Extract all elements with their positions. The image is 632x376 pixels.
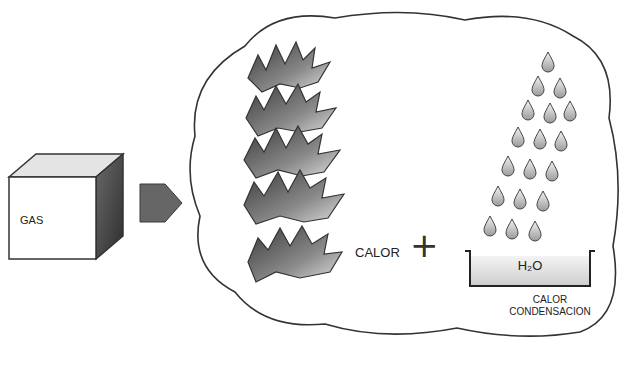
flame <box>244 126 340 178</box>
water-tray: H₂OCALOR CONDENSACION <box>465 248 595 288</box>
drop <box>506 219 518 239</box>
flames <box>244 42 344 282</box>
drop <box>542 52 554 72</box>
drop <box>529 221 541 241</box>
drop <box>484 216 496 236</box>
node-label: H₂O <box>465 259 595 274</box>
drop <box>564 101 576 121</box>
cloud-outline <box>190 12 618 336</box>
drop <box>534 129 546 149</box>
drop <box>522 100 534 120</box>
drop <box>546 161 558 181</box>
drop <box>502 156 514 176</box>
flame <box>248 42 330 92</box>
drop <box>537 191 549 211</box>
flame <box>246 84 336 136</box>
drop <box>532 76 544 96</box>
tray-outline <box>465 251 595 286</box>
result-cloud: CALORH₂OCALOR CONDENSACION <box>185 6 627 338</box>
block-arrow <box>140 184 182 222</box>
drop <box>512 127 524 147</box>
flame <box>248 226 342 282</box>
node-label: GAS <box>20 214 90 227</box>
cube-front <box>9 177 96 259</box>
cube-side <box>96 154 123 259</box>
drop <box>514 189 526 209</box>
drop <box>544 103 556 123</box>
drop <box>554 78 566 98</box>
drop <box>492 186 504 206</box>
plus-sign: + <box>410 228 439 262</box>
drop <box>524 159 536 179</box>
gas-cube: GAS <box>8 152 124 260</box>
node-caption: CALOR CONDENSACION <box>505 294 595 317</box>
cube-outline <box>8 152 124 260</box>
drop <box>555 131 567 151</box>
water-drops <box>484 52 576 241</box>
flame <box>244 170 344 224</box>
cloud-outline <box>185 6 627 338</box>
